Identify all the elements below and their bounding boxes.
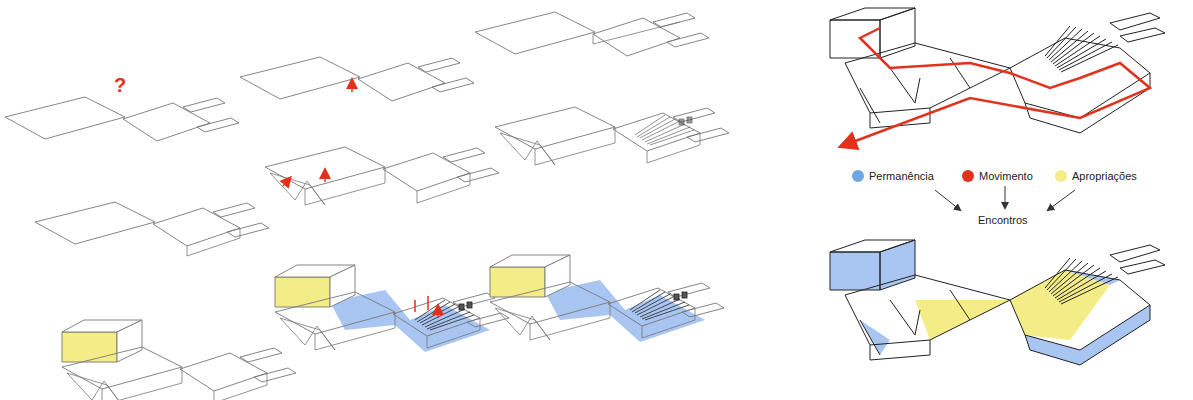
legend-swatch (1055, 170, 1067, 182)
legend-text: Apropriações (1072, 170, 1137, 182)
result-label: Encontros (978, 214, 1028, 226)
legend-swatch (852, 170, 864, 182)
legend-text: Permanência (869, 170, 934, 182)
legend-entry: Permanência (852, 170, 934, 182)
legend-swatch (962, 170, 974, 182)
question-mark: ? (114, 74, 126, 97)
legend-entry: Movimento (962, 170, 1033, 182)
legend-entry: Apropriações (1055, 170, 1137, 182)
legend-text: Movimento (979, 170, 1033, 182)
